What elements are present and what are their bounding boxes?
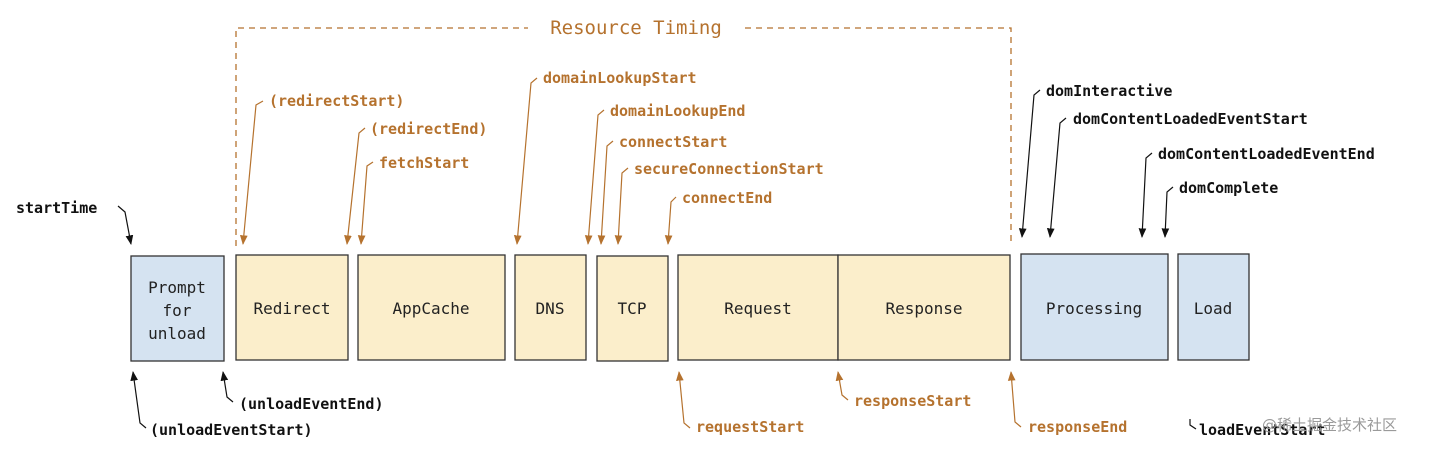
processing-label: Processing <box>1046 299 1142 318</box>
unloadEventEnd-label: (unloadEventEnd) <box>239 395 384 413</box>
load-box: Load <box>1177 253 1250 361</box>
responseEnd-label: responseEnd <box>1028 418 1127 436</box>
domainLookupStart-label: domainLookupStart <box>543 69 697 87</box>
processing-box: Processing <box>1020 253 1169 361</box>
unloadEventStart-label: (unloadEventStart) <box>150 421 313 439</box>
redirect-box: Redirect <box>235 254 349 361</box>
responseStart-label: responseStart <box>854 392 971 410</box>
request-label: Request <box>724 299 791 318</box>
redirectEnd-arrow <box>344 127 366 245</box>
resource-timing-bracket: Resource Timing <box>235 17 1012 246</box>
response-box: Response <box>837 254 1011 361</box>
domainLookupStart-arrow <box>513 77 538 245</box>
domComplete-label: domComplete <box>1179 179 1278 197</box>
requestStart-label: requestStart <box>696 418 804 436</box>
domContentLoadedEventStart-arrow <box>1046 117 1067 238</box>
domInteractive-label: domInteractive <box>1046 82 1172 100</box>
domContentLoadedEventEnd-arrow <box>1138 152 1153 238</box>
tcp-label: TCP <box>618 299 647 318</box>
domContentLoadedEventEnd-label: domContentLoadedEventEnd <box>1158 145 1375 163</box>
appcache-label: AppCache <box>392 299 469 318</box>
redirectStart-arrow <box>239 100 264 245</box>
connectStart-label: connectStart <box>619 133 727 151</box>
connectEnd-arrow <box>664 196 677 245</box>
load-label: Load <box>1194 299 1233 318</box>
responseStart-arrow <box>835 371 849 401</box>
response-label: Response <box>885 299 962 318</box>
fetchStart-arrow <box>357 161 374 245</box>
redirect-label: Redirect <box>253 299 330 318</box>
top-arrows <box>117 77 1174 245</box>
dns-label: DNS <box>536 299 565 318</box>
prompt-line-1: Prompt <box>148 278 206 297</box>
bottom-arrows <box>130 371 1197 430</box>
loadEventStart-label: loadEventStart <box>1199 421 1325 439</box>
startTime-label: startTime <box>16 199 97 217</box>
redirectStart-label: (redirectStart) <box>269 92 404 110</box>
domComplete-arrow <box>1161 186 1174 238</box>
loadEventStart-arrow <box>1189 419 1197 430</box>
domainLookupEnd-arrow <box>584 109 605 245</box>
fetchStart-label: fetchStart <box>379 154 469 172</box>
phase-boxes: Prompt for unload Redirect AppCache DNS … <box>130 253 1250 362</box>
resource-timing-title: Resource Timing <box>550 17 722 39</box>
domInteractive-arrow <box>1018 89 1041 238</box>
startTime-arrow <box>117 205 134 245</box>
responseEnd-arrow <box>1007 371 1022 428</box>
prompt-for-unload-box: Prompt for unload <box>130 255 225 362</box>
unloadEventStart-arrow <box>130 371 147 429</box>
redirectEnd-label: (redirectEnd) <box>370 120 487 138</box>
appcache-box: AppCache <box>357 254 506 361</box>
connectEnd-label: connectEnd <box>682 189 772 207</box>
request-box: Request <box>677 254 839 361</box>
domainLookupEnd-label: domainLookupEnd <box>610 102 745 120</box>
domContentLoadedEventStart-label: domContentLoadedEventStart <box>1073 110 1308 128</box>
prompt-line-3: unload <box>148 324 206 343</box>
unloadEventEnd-arrow <box>220 371 234 403</box>
requestStart-arrow <box>676 371 691 429</box>
dns-box: DNS <box>514 254 587 361</box>
secureConnectionStart-label: secureConnectionStart <box>634 160 824 178</box>
connectStart-arrow <box>597 140 614 245</box>
secureConnectionStart-arrow <box>614 167 629 245</box>
prompt-line-2: for <box>163 301 192 320</box>
watermark: @稀土掘金技术社区 <box>1262 416 1397 434</box>
tcp-box: TCP <box>596 255 669 362</box>
timing-labels: startTime (redirectStart) (redirectEnd) … <box>16 69 1375 439</box>
